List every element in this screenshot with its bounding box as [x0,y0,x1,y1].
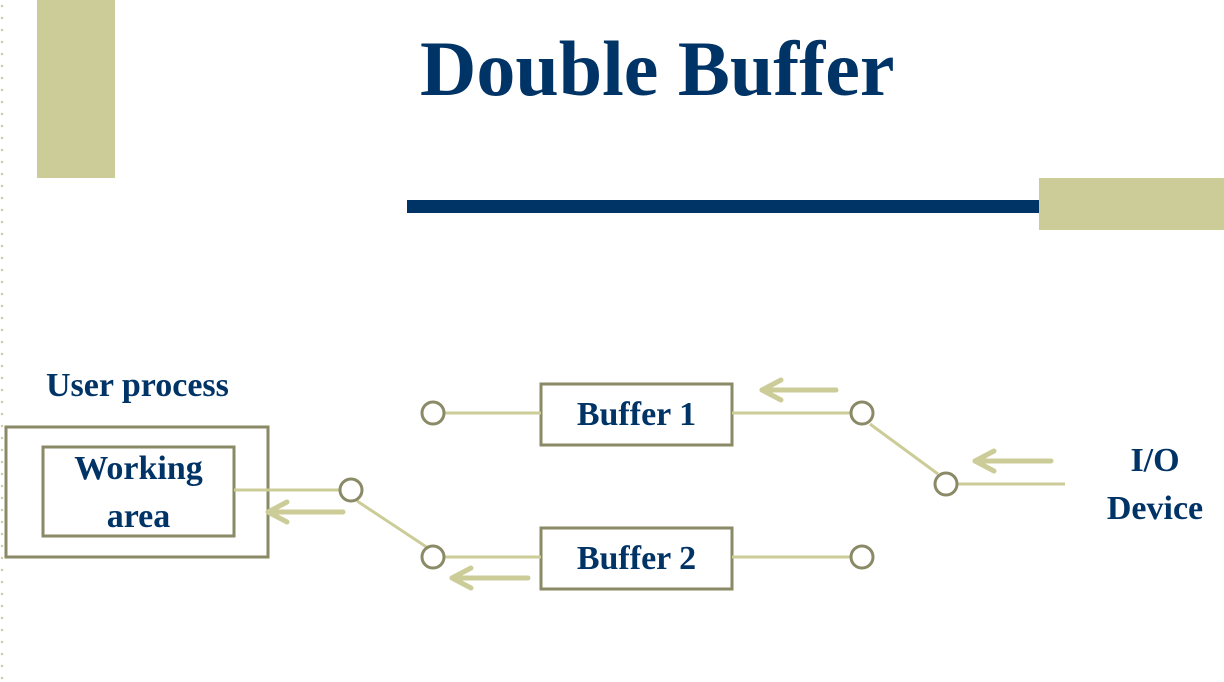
buffer2-label: Buffer 2 [576,540,697,577]
working-area-line2: area [106,498,171,535]
wire-switch-left-lever [356,499,429,550]
slide-title: Double Buffer [420,25,895,112]
dotted-edge-decoration [0,0,4,682]
terminal-io-switch [933,471,959,497]
terminal-working-switch [338,477,364,503]
terminal-b1-left [420,400,446,426]
io-device-line1: I/O [1130,442,1180,479]
arrow-to-buffer1-left [759,377,839,403]
terminal-b2-left [420,544,446,570]
working-area-line1: Working [74,450,203,487]
wire-switch-right-lever [869,422,939,476]
terminal-b1-right [849,400,875,426]
arrow-to-working-area [265,499,346,525]
right-accent-block [1039,178,1224,230]
title-underline [407,200,1224,213]
buffer1-label: Buffer 1 [576,396,697,433]
user-process-box [4,425,270,559]
user-process-label: User process [46,367,229,404]
arrow-buffer2-out [449,565,531,591]
left-accent-block [37,0,115,178]
io-device-line2: Device [1106,490,1204,527]
terminal-b2-right [849,544,875,570]
arrow-from-io-device [972,448,1054,474]
